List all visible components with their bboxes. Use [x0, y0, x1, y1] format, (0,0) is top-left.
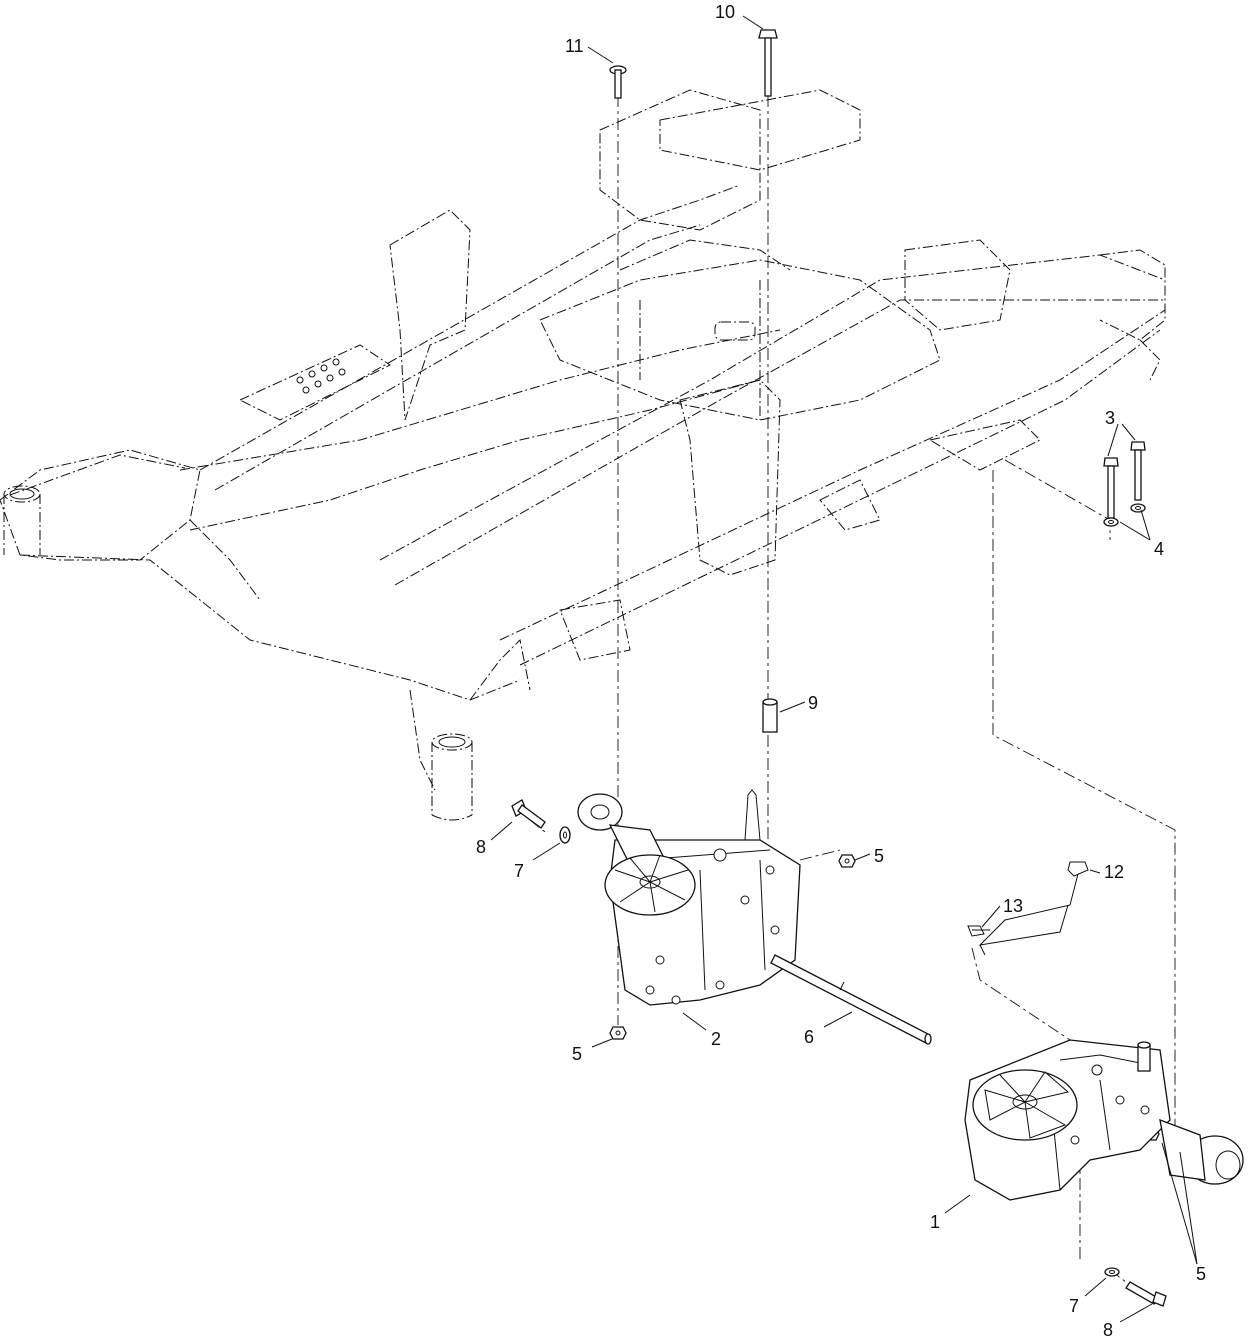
callout-7-lower: 7 — [1069, 1296, 1079, 1316]
callout-8-upper: 8 — [476, 837, 486, 857]
part-2-transaxle-left — [577, 789, 801, 1006]
part-8-bolt-lower — [1125, 1281, 1167, 1307]
part-7-washer-lower — [1104, 1267, 1120, 1277]
callout-5-lower-left: 5 — [572, 1044, 582, 1064]
callout-1: 1 — [930, 1212, 940, 1232]
callout-7-upper: 7 — [514, 861, 524, 881]
mower-frame — [0, 89, 1166, 821]
part-6-rod — [770, 954, 932, 1045]
part-12-linkage — [978, 861, 1089, 956]
callout-2: 2 — [711, 1029, 721, 1049]
callout-11: 11 — [565, 36, 584, 56]
part-10-bolt — [758, 29, 778, 97]
part-8-bolt-upper — [511, 799, 546, 829]
part-13-clip — [967, 925, 990, 937]
callout-3: 3 — [1105, 408, 1115, 428]
part-5-nut-lower-left — [609, 1026, 627, 1040]
callout-5-upper: 5 — [874, 846, 884, 866]
callout-10: 10 — [715, 2, 735, 22]
callout-9: 9 — [808, 693, 818, 713]
part-1-transaxle-right — [964, 1039, 1244, 1201]
callout-6: 6 — [804, 1027, 814, 1047]
part-9-spacer — [762, 698, 778, 733]
part-11-bolt — [609, 65, 627, 99]
callout-12: 12 — [1104, 862, 1124, 882]
callout-5-lower-right: 5 — [1196, 1264, 1206, 1284]
callout-4: 4 — [1154, 539, 1164, 559]
callout-labels: 1 2 3 4 5 5 5 6 7 7 8 8 9 10 11 12 13 — [476, 2, 1206, 1338]
callout-13: 13 — [1003, 896, 1023, 916]
leader-lines — [490, 15, 1198, 1323]
callout-8-lower: 8 — [1103, 1320, 1113, 1338]
part-7-washer-upper — [559, 826, 571, 844]
footrest-holes — [296, 358, 346, 394]
part-5-nut-upper — [838, 854, 856, 868]
